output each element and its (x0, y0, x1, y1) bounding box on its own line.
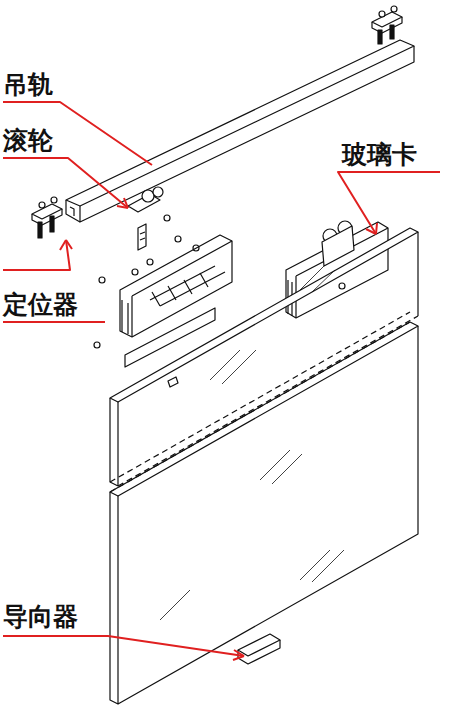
part-label: 定位器 (3, 292, 78, 317)
part-label: 滚轮 (3, 128, 53, 153)
left-positioner (32, 197, 62, 238)
glass-lower (110, 322, 418, 704)
part-label: 吊轨 (3, 72, 53, 97)
part-label: 玻璃卡 (342, 142, 417, 167)
roller (128, 187, 170, 250)
part-label: 导向器 (3, 604, 78, 629)
leader-lines (3, 102, 440, 660)
guide (238, 634, 280, 664)
left-glass-clamp (94, 235, 232, 387)
rail (66, 40, 414, 222)
glass-upper (110, 228, 418, 486)
right-positioner (372, 6, 402, 44)
